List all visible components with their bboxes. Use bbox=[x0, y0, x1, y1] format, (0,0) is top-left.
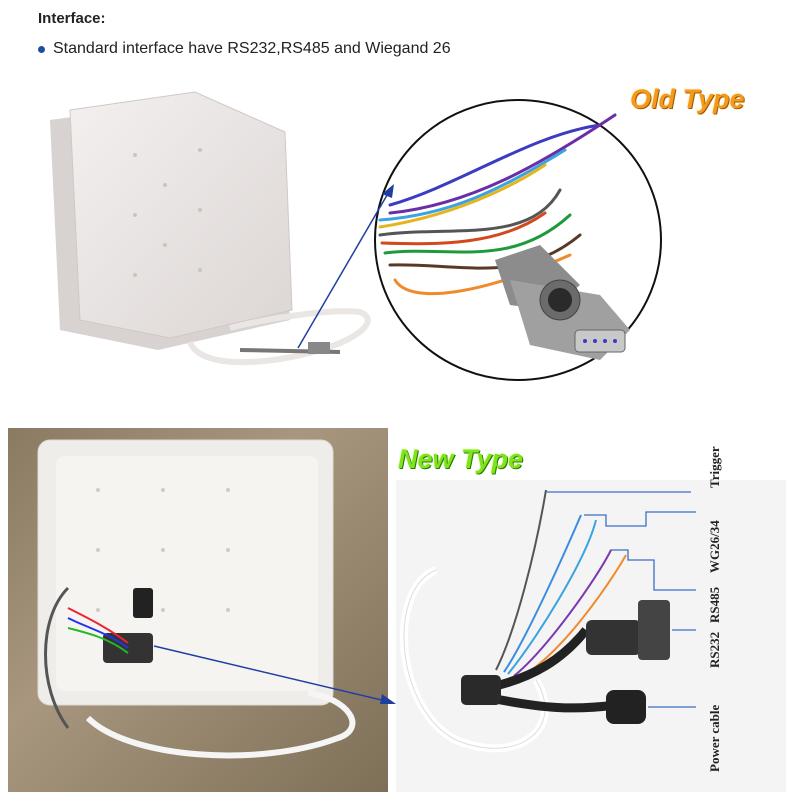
label-rs232: RS232 bbox=[707, 631, 722, 668]
section-title: Interface: bbox=[38, 10, 106, 27]
old-type-label: Old Type bbox=[630, 84, 745, 114]
old-connector-detail bbox=[374, 99, 662, 381]
new-reader-illustration bbox=[37, 439, 356, 759]
label-rs485: RS485 bbox=[707, 586, 722, 623]
detail-arrow-new bbox=[153, 645, 396, 704]
new-type-label: New Type bbox=[398, 444, 524, 474]
detail-arrow-old bbox=[297, 184, 394, 349]
new-cable-illustration bbox=[399, 489, 696, 753]
label-power-cable: Power cable bbox=[707, 704, 722, 772]
interface-description-text: Standard interface have RS232,RS485 and … bbox=[53, 40, 451, 57]
old-reader-illustration bbox=[50, 91, 371, 366]
bullet-icon bbox=[38, 45, 45, 53]
label-trigger: Trigger bbox=[707, 446, 722, 488]
interface-description: Standard interface have RS232,RS485 and … bbox=[38, 40, 451, 58]
label-wg: WG26/34 bbox=[707, 520, 722, 573]
